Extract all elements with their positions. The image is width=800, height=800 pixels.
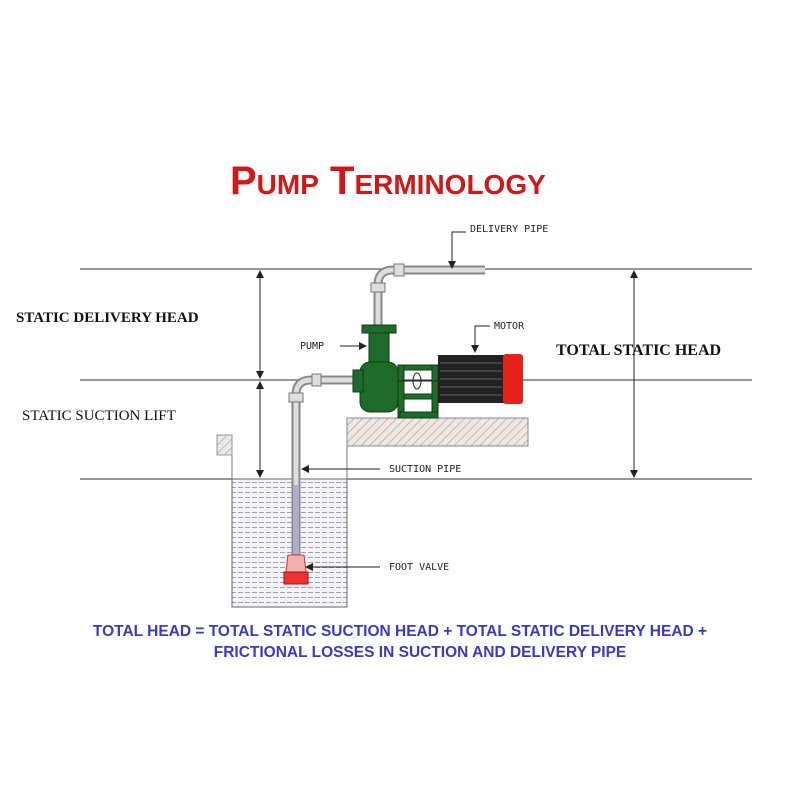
delivery-pipe-label: DELIVERY PIPE (470, 224, 548, 235)
motor (438, 354, 523, 404)
sump-water (231, 478, 348, 608)
foot-valve-label: FOOT VALVE (389, 562, 449, 573)
gauge-icon (216, 434, 233, 456)
formula-line-1: TOTAL HEAD = TOTAL STATIC SUCTION HEAD +… (93, 623, 707, 640)
total-static-head-label: TOTAL STATIC HEAD (556, 342, 721, 359)
title: Pump Terminology (230, 159, 546, 203)
delivery-pipe (373, 265, 485, 330)
motor-label: MOTOR (494, 321, 525, 332)
pump-label: PUMP (300, 341, 324, 352)
formula-line-2: FRICTIONAL LOSSES IN SUCTION AND DELIVER… (214, 644, 627, 661)
suction-pipe-label: SUCTION PIPE (389, 464, 461, 475)
foundation (346, 417, 529, 447)
static-suction-lift-label: STATIC SUCTION LIFT (22, 408, 176, 424)
pump-casing (352, 324, 439, 419)
static-delivery-head-label: STATIC DELIVERY HEAD (16, 310, 199, 326)
foot-valve (285, 554, 307, 573)
